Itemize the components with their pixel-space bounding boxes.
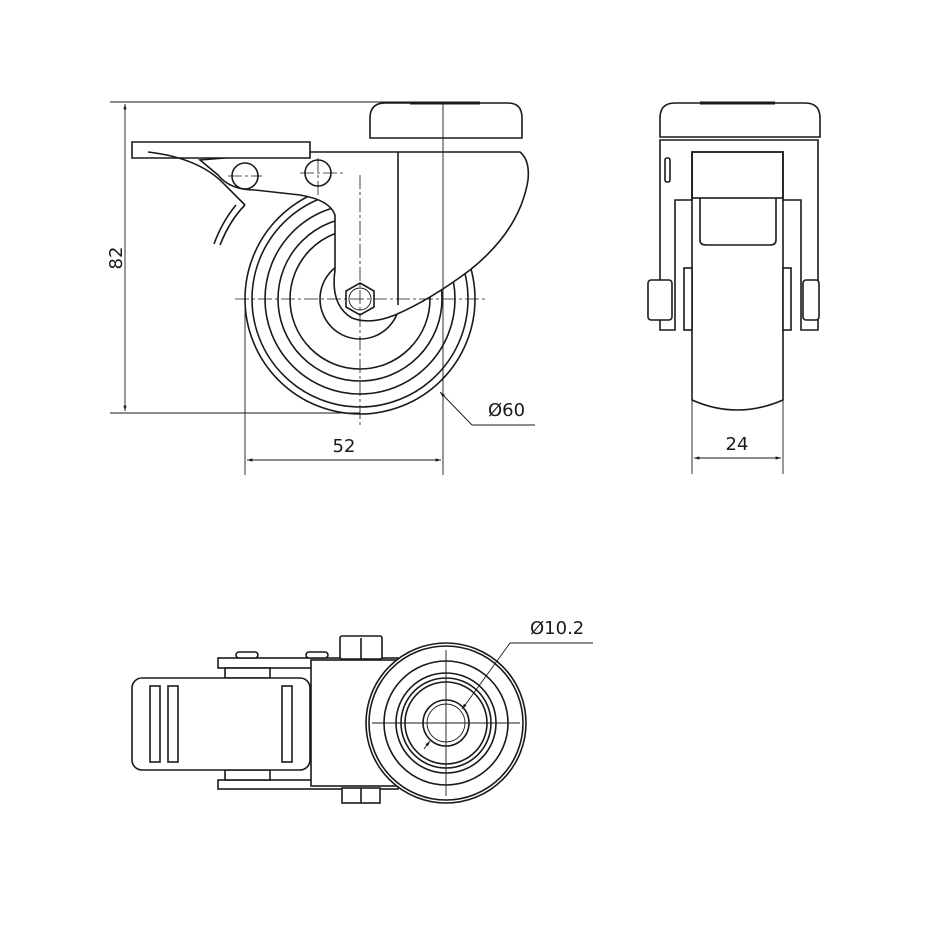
fork-bracket bbox=[197, 151, 530, 322]
bottom-view: Ø10.2 bbox=[131, 618, 593, 804]
front-view: 82 52 Ø60 bbox=[106, 101, 535, 475]
mounting-cap bbox=[369, 102, 523, 139]
mounting-cap-side bbox=[659, 102, 821, 138]
height-dimension-label: 82 bbox=[106, 247, 127, 270]
offset-dimension-label: 52 bbox=[333, 436, 356, 457]
side-view: 24 bbox=[647, 101, 821, 474]
nut-left bbox=[647, 279, 673, 321]
wheel-side bbox=[691, 149, 784, 411]
brake-pedal bbox=[131, 677, 311, 771]
nut-right bbox=[802, 279, 820, 321]
bolt-hole-diameter-label: Ø10.2 bbox=[530, 618, 584, 639]
wheel-width-label: 24 bbox=[726, 434, 749, 455]
wheel-diameter-label: Ø60 bbox=[488, 400, 525, 421]
brake-lever bbox=[131, 141, 311, 159]
